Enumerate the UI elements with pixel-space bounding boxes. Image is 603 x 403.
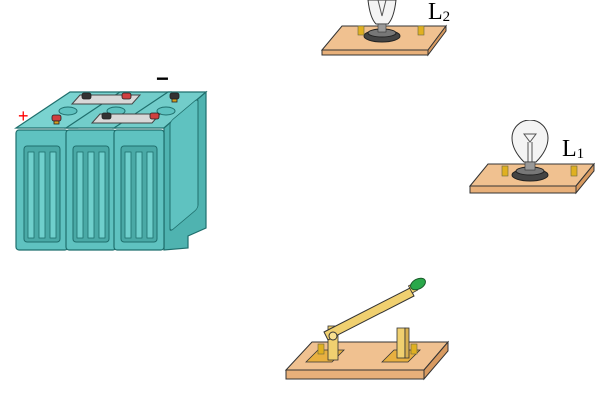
- battery-icon: [14, 90, 208, 251]
- knife-switch[interactable]: [284, 274, 450, 384]
- label-l1-letter: L: [562, 136, 577, 162]
- positive-sign: +: [18, 106, 29, 126]
- bulb-icon: [468, 119, 596, 195]
- lamp-l1[interactable]: [466, 119, 596, 196]
- label-l2-sub: 2: [442, 9, 451, 25]
- label-l2-letter: L: [428, 0, 443, 25]
- label-l1-sub: 1: [576, 146, 585, 162]
- negative-sign: −: [156, 66, 169, 91]
- label-l1: L1: [562, 136, 585, 162]
- lamp-l2[interactable]: [318, 0, 448, 58]
- switch-icon: [284, 277, 450, 381]
- battery-pack[interactable]: [10, 78, 210, 253]
- bulb-icon: [320, 0, 447, 57]
- label-l2: L2: [428, 0, 451, 25]
